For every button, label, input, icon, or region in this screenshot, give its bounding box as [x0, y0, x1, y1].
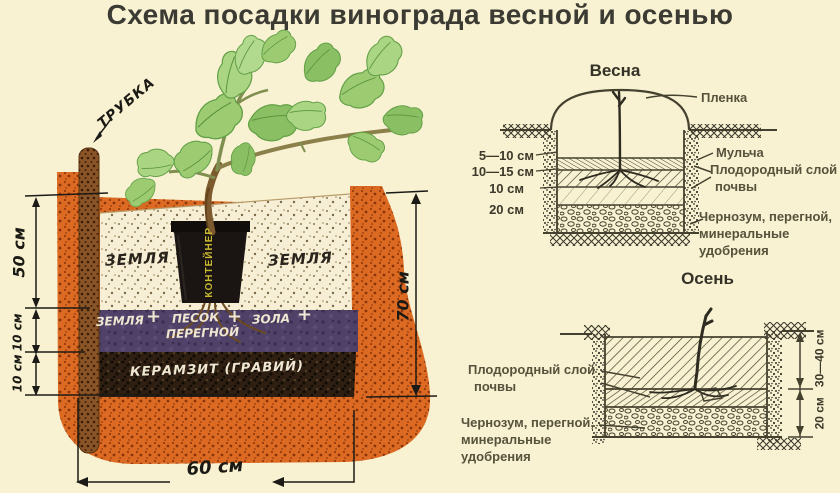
autumn-fertilizer-label-line1: Чернозум, перегной,	[461, 415, 595, 430]
autumn-dim-30-40cm: 30—40 см	[812, 329, 827, 388]
spring-dim-2: 10—15 см	[471, 164, 534, 179]
grape-seedling	[121, 26, 428, 236]
film-label: Пленка	[701, 90, 748, 105]
spring-dim-1: 5—10 см	[478, 148, 534, 163]
plus-icon: +	[297, 304, 313, 325]
autumn-fertile-label-line2: почвы	[474, 379, 517, 394]
mulch-label: Мульча	[716, 145, 764, 160]
mix-sand-label: ПЕСОК	[171, 310, 220, 326]
pit-measurements	[24, 119, 438, 483]
dim-50cm: 50 см	[9, 227, 29, 278]
autumn-dim-20cm: 20 см	[812, 397, 827, 430]
page-title: Схема посадки винограда весной и осенью	[106, 0, 734, 30]
autumn-heading: Осень	[681, 269, 734, 288]
plus-icon: +	[227, 306, 243, 327]
tube	[78, 147, 100, 454]
dim-10cm-lower: 10 см	[10, 354, 25, 393]
dim-10cm-upper: 10 см	[10, 313, 25, 352]
spring-fertilizer-label-line3: удобрения	[699, 243, 769, 258]
mix-soil-label: ЗЕМЛЯ	[95, 313, 145, 329]
dim-70cm: 70 см	[393, 271, 413, 322]
spring-dim-3: 10 см	[489, 181, 524, 196]
mix-humus-label: ПЕРЕГНОЙ	[165, 324, 240, 342]
autumn-fertilizer-label-line3: удобрения	[461, 449, 531, 464]
spring-fertile-label-line1: Плодородный слой	[710, 162, 838, 177]
autumn-fertile-label-line1: Плодородный слой	[468, 362, 596, 377]
soil-label-left: ЗЕМЛЯ	[104, 248, 171, 270]
pit-illustration	[24, 26, 438, 487]
spring-fertilizer-label-line1: Чернозум, перегной,	[699, 209, 833, 224]
plus-icon: +	[146, 306, 162, 327]
mix-ash-label: ЗОЛА	[251, 311, 291, 327]
arrowheads	[32, 131, 421, 487]
soil-label-right: ЗЕМЛЯ	[267, 248, 334, 270]
spring-fertile-label-line2: почвы	[715, 179, 758, 194]
spring-diagram	[500, 88, 777, 246]
autumn-diagram	[560, 307, 814, 450]
spring-heading: Весна	[589, 61, 641, 80]
spring-dim-4: 20 см	[489, 202, 524, 217]
container-label: КОНТЕЙНЕР	[203, 226, 215, 298]
autumn-fertilizer-label-line2: минеральные	[461, 432, 552, 447]
spring-fertilizer-label-line2: минеральные	[699, 226, 790, 241]
